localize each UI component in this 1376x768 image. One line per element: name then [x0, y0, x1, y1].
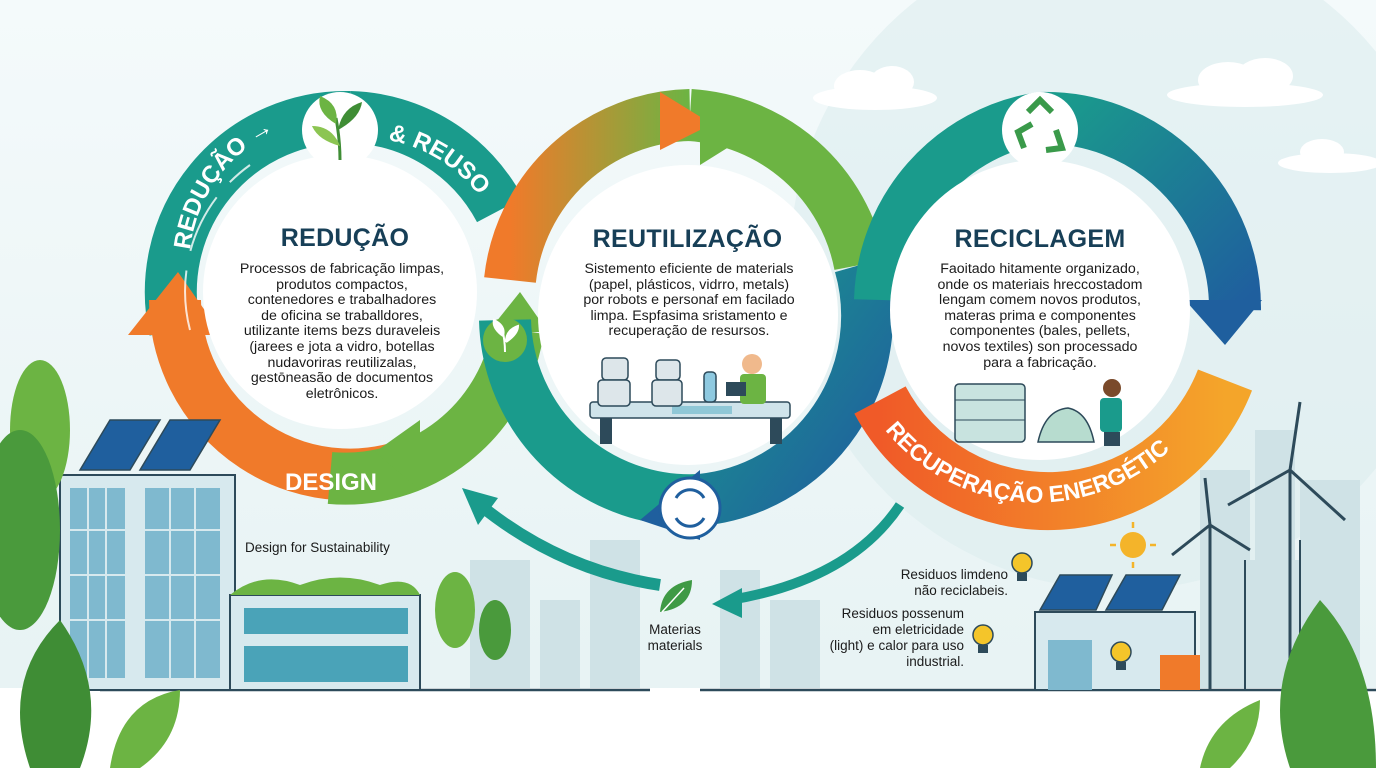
clouds — [813, 58, 1376, 173]
leaf-sprout-icon — [302, 92, 378, 168]
arc-label-design: DESIGN — [285, 469, 377, 496]
caption-residuos-2: Residuos possenum em eletricidade (light… — [829, 606, 964, 669]
robots-sorting-illustration — [589, 354, 791, 444]
stage-title-reciclagem: RECICLAGEM — [954, 225, 1126, 253]
ground — [0, 688, 1376, 768]
left-plants — [0, 360, 511, 768]
bottom-arrows — [462, 488, 905, 618]
caption-residuos-1: Residuos limdeno não reciclabeis. — [900, 567, 1008, 598]
bales-illustration — [954, 379, 1122, 446]
caption-design-sustainability: Design for Sustainability — [245, 540, 390, 555]
recycle-icon — [1002, 92, 1078, 168]
stage-title-reutilizacao: REUTILIZAÇÃO — [592, 225, 783, 253]
leaf-icon — [483, 318, 527, 362]
right-plants — [1200, 600, 1376, 768]
caption-materias: Materias materials — [647, 622, 703, 653]
stage-title-reducao: REDUÇÃO — [280, 224, 410, 252]
circular-arrows-icon — [658, 476, 722, 540]
sun-icon — [1110, 522, 1156, 568]
materias-leaf-icon — [660, 580, 692, 613]
wind-turbines — [1171, 401, 1347, 690]
lightbulb-icon — [972, 552, 1132, 670]
stage-desc-reducao: Processos de fabricação limpas,produtos … — [239, 261, 445, 402]
stage-desc-reutilizacao: Sistemento eficiente de materials(papel,… — [583, 261, 795, 340]
stage-desc-reciclagem: Faoitado hitamente organizado,onde os ma… — [937, 261, 1143, 371]
office-building — [59, 419, 421, 691]
